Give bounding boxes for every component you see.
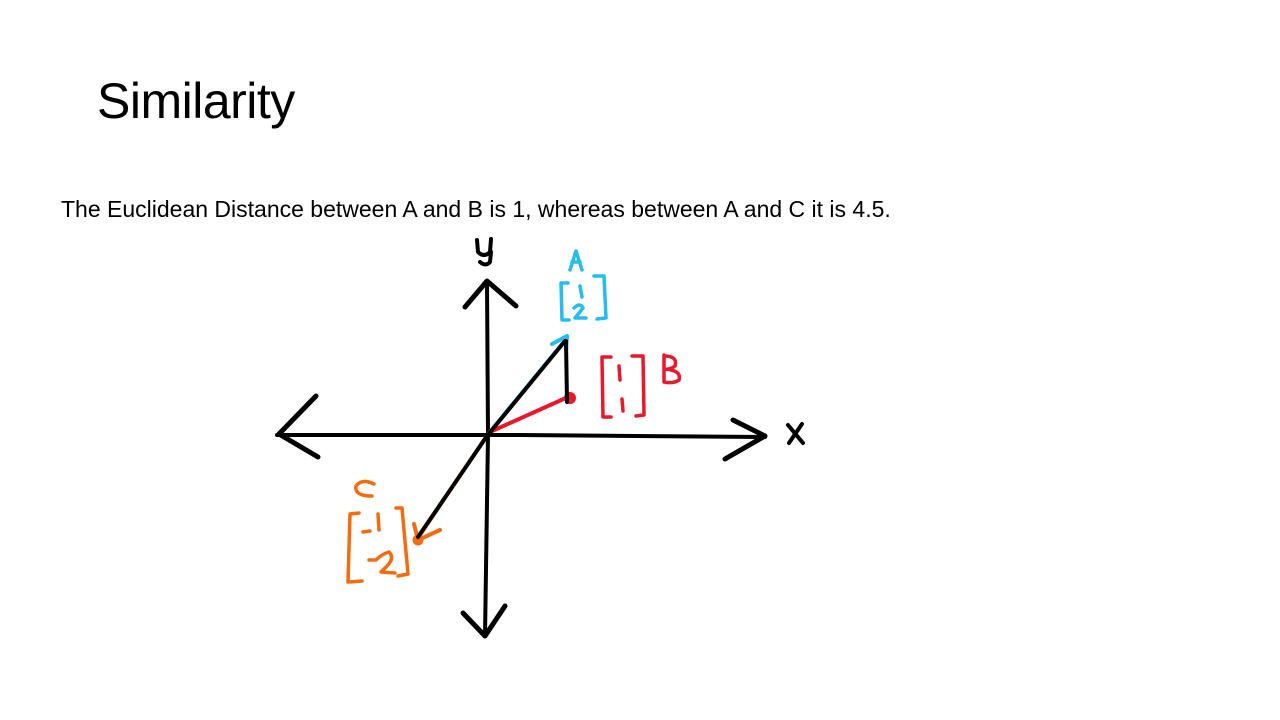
vector-b — [488, 353, 682, 434]
vector-a-matrix — [559, 274, 608, 322]
x-axis-label — [786, 422, 805, 445]
vector-a-label — [568, 249, 584, 272]
slide-title: Similarity — [97, 73, 295, 129]
x-axis-left-arrowhead-icon — [276, 393, 321, 460]
vector-c-matrix — [346, 506, 410, 584]
x-axis-right-arrowhead-icon — [722, 417, 768, 462]
distance-lines — [416, 339, 569, 539]
y-axis-down-arrowhead-icon — [460, 603, 508, 639]
y-axis-label — [475, 237, 493, 267]
vector-c-label — [354, 479, 376, 498]
vector-b-matrix — [600, 354, 646, 419]
slide-body-text: The Euclidean Distance between A and B i… — [61, 196, 891, 222]
vector-b-label — [662, 353, 682, 385]
y-axis-up-arrowhead-icon — [462, 278, 519, 310]
vector-c — [346, 435, 488, 584]
x-axis — [275, 393, 768, 462]
